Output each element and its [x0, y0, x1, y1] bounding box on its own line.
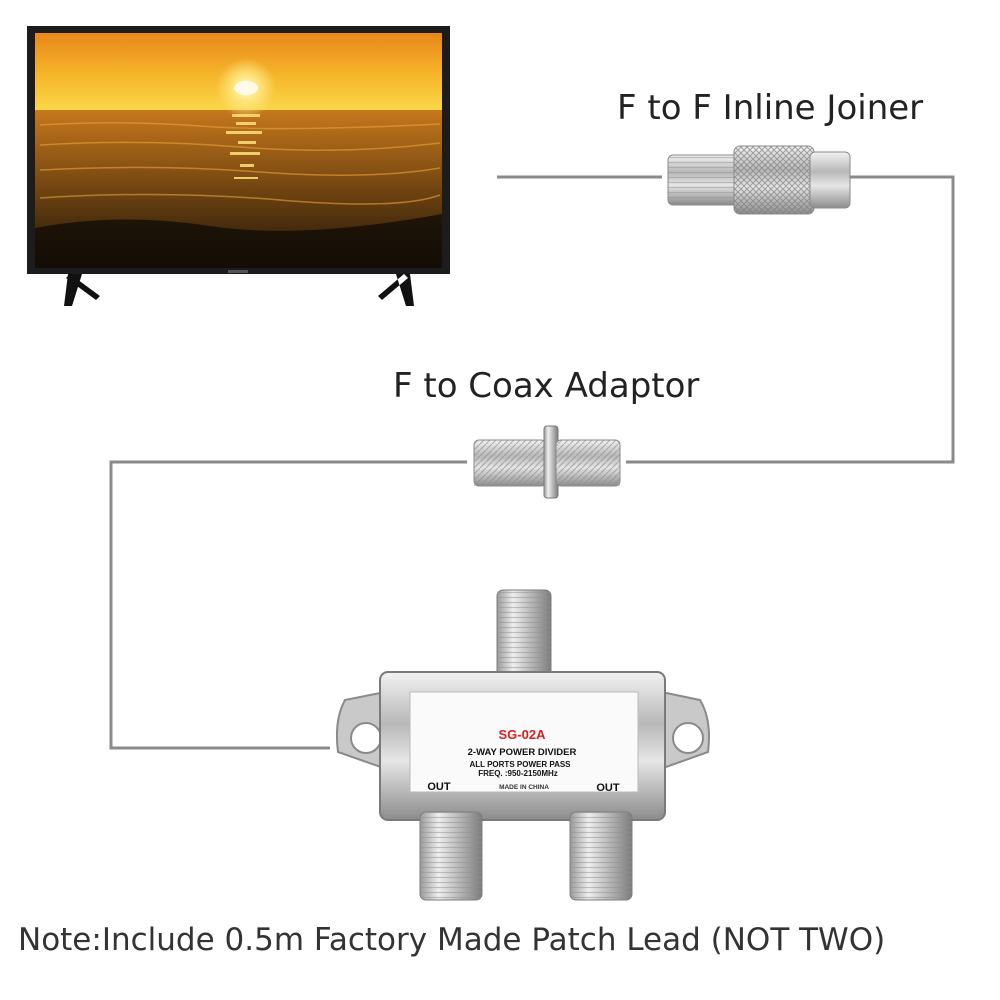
splitter-model: SG-02A [499, 727, 547, 742]
splitter-out-right-label: OUT [596, 782, 620, 794]
sun-reflection [226, 114, 262, 179]
tv-logo-bar [228, 270, 248, 273]
tv-stand-left [64, 274, 100, 306]
sea-waves [39, 121, 441, 205]
splitter-line3: FREQ. :950-2150MHz [478, 769, 558, 778]
coax-adaptor-image [473, 425, 621, 499]
inline-joiner-image [667, 145, 851, 215]
coax-adaptor-label: F to Coax Adaptor [393, 366, 700, 406]
television-image [27, 26, 450, 306]
splitter-label-plate [409, 691, 639, 793]
cable-adaptor-to-splitter [109, 460, 467, 750]
splitter-line4: MADE IN CHINA [499, 784, 549, 791]
inline-joiner-label: F to F Inline Joiner [617, 88, 924, 128]
splitter-out-left-label: OUT [427, 781, 451, 793]
sun [234, 81, 258, 95]
note-text: Note:Include 0.5m Factory Made Patch Lea… [18, 922, 886, 958]
cable-lines [109, 175, 955, 750]
sea-dark-wave [35, 214, 442, 268]
splitter-line1: 2-WAY POWER DIVIDER [468, 747, 577, 758]
splitter-line2: ALL PORTS POWER PASS [469, 760, 571, 769]
splitter-image: SG-02A 2-WAY POWER DIVIDER ALL PORTS POW… [335, 589, 710, 901]
cable-joiner-to-adaptor [626, 175, 955, 464]
tv-stand-right [378, 274, 414, 306]
